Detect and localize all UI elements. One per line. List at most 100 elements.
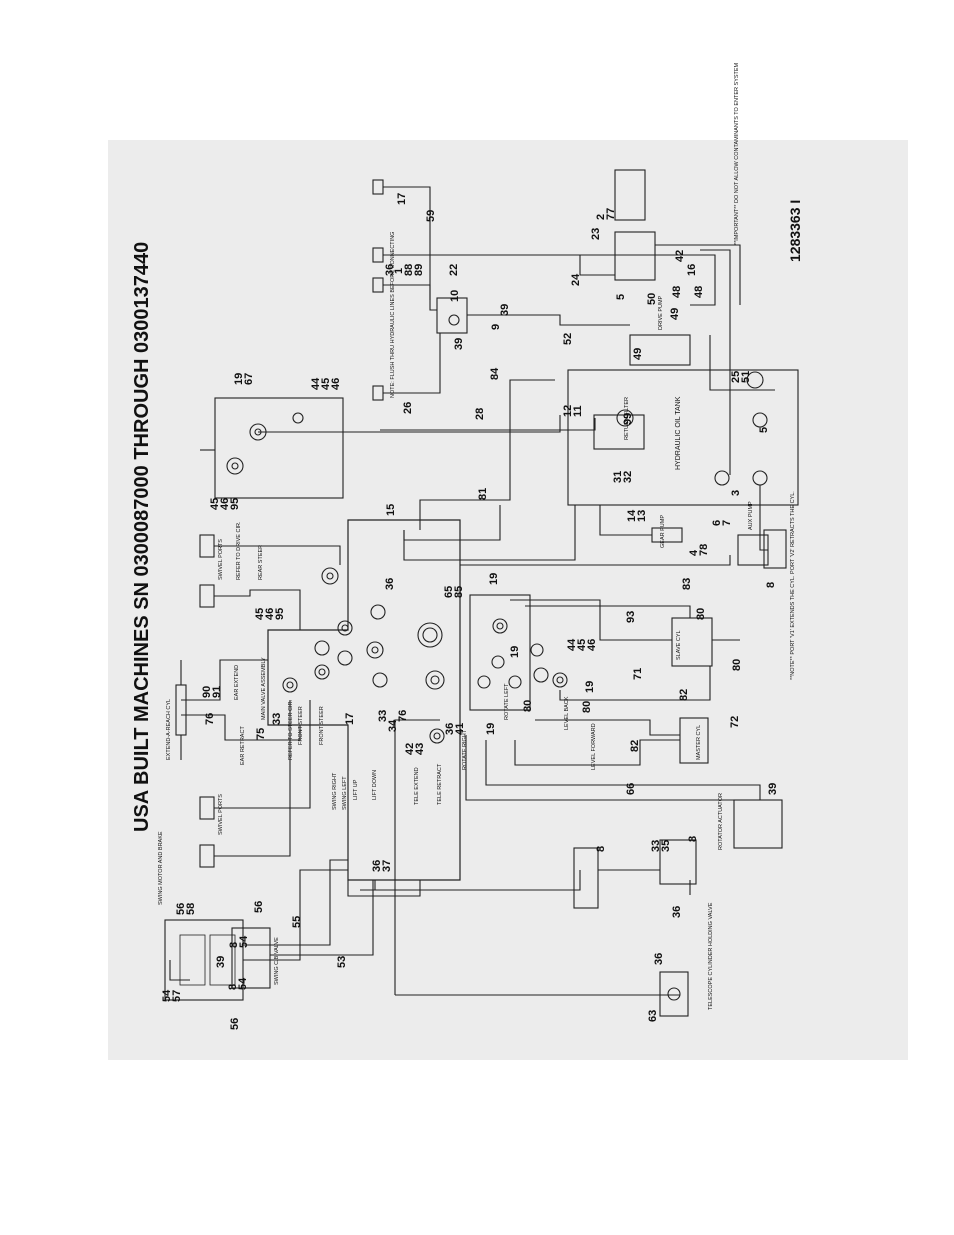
drive-pump-manifold	[614, 231, 656, 281]
callout: 8	[227, 984, 239, 990]
callout: 8	[595, 846, 607, 852]
callout: 67	[243, 373, 255, 385]
callout: 24	[570, 273, 582, 286]
callout: 36	[371, 860, 383, 872]
callout: 88	[403, 264, 415, 276]
drive-pump-head	[614, 169, 646, 221]
master-cyl-body	[679, 717, 709, 764]
level-back-label: LEVEL BACK	[564, 696, 570, 730]
rotator-actuator	[733, 799, 783, 849]
drive-pump	[629, 334, 691, 366]
callout: 95	[274, 608, 286, 620]
extend-cyl-label: EXTEND-A-REACH CYL	[166, 699, 172, 760]
hydraulic-oil-tank	[567, 369, 799, 506]
callout: 19	[509, 646, 521, 658]
callout: 41	[454, 723, 466, 735]
callout: 76	[397, 710, 409, 722]
callout: 55	[291, 916, 303, 928]
callout: 46	[219, 498, 231, 510]
callout: 42	[674, 250, 686, 262]
main-valve-assembly	[267, 519, 461, 881]
callout: 13	[636, 510, 648, 522]
note-port: **NOTE** PORT 'V1' EXTENDS THE CYL. PORT…	[790, 491, 796, 680]
lift-down-label: LIFT DOWN	[372, 770, 378, 800]
callout: 43	[414, 743, 426, 755]
callout: 36	[444, 723, 456, 735]
callout: 44	[566, 638, 578, 651]
swivel-ports-label-2: SWIVEL PORTS	[218, 539, 224, 580]
callout: 28	[474, 408, 486, 420]
callout: 90	[201, 686, 213, 698]
swing-motor-body	[179, 934, 206, 986]
callout: 50	[646, 293, 658, 305]
callout: 49	[669, 308, 681, 320]
callout: 33	[271, 713, 283, 725]
swing-valve-label: SWING C/B VALVE	[274, 937, 280, 985]
gear-pump-label: GEAR PUMP	[660, 515, 666, 548]
callout: 56	[229, 1018, 241, 1030]
callout: 45	[209, 498, 221, 510]
callout: 49	[632, 348, 644, 360]
callout: 46	[586, 639, 598, 651]
callout: 12	[562, 405, 574, 417]
callout: 80	[581, 701, 593, 713]
swing-motor-label: SWING MOTOR AND BRAKE	[158, 831, 164, 905]
callout: 48	[693, 286, 705, 298]
callout: 36	[653, 953, 665, 965]
front-steer-label-1: FRONT STEER	[298, 706, 304, 745]
level-forward-label: LEVEL FORWARD	[591, 723, 597, 770]
port-block-1	[372, 179, 384, 195]
port-block-4	[372, 385, 384, 401]
callout: 31	[612, 471, 624, 483]
callout: 11	[572, 405, 584, 417]
extend-a-reach-cyl	[175, 684, 187, 736]
callout: 51	[740, 371, 752, 383]
callout: 39	[453, 338, 465, 350]
callout: 8	[687, 836, 699, 842]
callout: 19	[233, 373, 245, 385]
note-important: **IMPORTANT** DO NOT ALLOW CONTAMINANTS …	[734, 62, 740, 245]
callout: 89	[413, 264, 425, 276]
callout: 46	[330, 378, 342, 390]
callout: 44	[310, 377, 322, 390]
drawing-number: 1283363 I	[787, 200, 803, 262]
callout: 23	[590, 228, 602, 240]
swivel-port-block-2	[199, 796, 215, 820]
callout: 8	[228, 942, 240, 948]
callout: 25	[730, 371, 742, 383]
callout: 19	[584, 681, 596, 693]
front-steer-label-2: FRONT STEER	[319, 706, 325, 745]
swing-brake-body	[209, 934, 236, 986]
callout: 54	[237, 977, 249, 990]
main-valve-label: MAIN VALVE ASSEMBLY	[261, 657, 267, 720]
callout: 80	[695, 608, 707, 620]
callout: 58	[185, 903, 197, 915]
slave-cyl-label: SLAVE CYL	[676, 630, 682, 660]
swivel-port-block-1	[199, 844, 215, 868]
swivel-ports-label-1: SWIVEL PORTS	[218, 794, 224, 835]
callout: 81	[477, 488, 489, 500]
callout: 22	[448, 264, 460, 276]
aux-pump-motor	[763, 529, 787, 569]
swivel-port-block-4	[199, 534, 215, 558]
callout: 5	[758, 427, 770, 433]
callout: 39	[767, 783, 779, 795]
jib-extend-label: EAR EXTEND	[234, 665, 240, 700]
lift-cyl-valve	[659, 839, 697, 885]
callout: 26	[402, 402, 414, 414]
callout: 39	[499, 304, 511, 316]
callout: 95	[229, 498, 241, 510]
main-valve-section-2	[469, 594, 531, 711]
rotate-right-label: ROTATE RIGHT	[462, 729, 468, 770]
refer-drive-label: REFER TO DRIVE CIR.	[236, 521, 242, 580]
callout: 36	[671, 906, 683, 918]
callout: 33	[650, 840, 662, 852]
rear-steer-label: REAR STEER	[258, 545, 264, 580]
callout: 45	[254, 608, 266, 620]
callout: 52	[562, 333, 574, 345]
callout: 1	[393, 268, 405, 274]
callout: 19	[485, 723, 497, 735]
gear-pump	[651, 527, 683, 543]
